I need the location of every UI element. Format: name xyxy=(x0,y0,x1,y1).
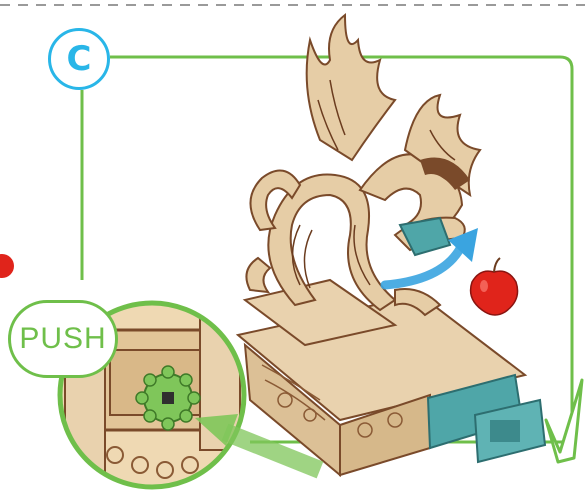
step-badge: C xyxy=(48,28,110,90)
dragon-model xyxy=(238,15,545,475)
apple-icon-partial xyxy=(0,254,14,278)
teal-jaw xyxy=(400,218,450,255)
push-label-text: PUSH xyxy=(19,322,106,356)
apple-icon xyxy=(471,258,518,315)
checkmark-icon xyxy=(546,380,582,462)
push-button-gear xyxy=(136,366,200,430)
push-label-bubble: PUSH xyxy=(8,300,118,378)
step-label: C xyxy=(67,39,92,79)
